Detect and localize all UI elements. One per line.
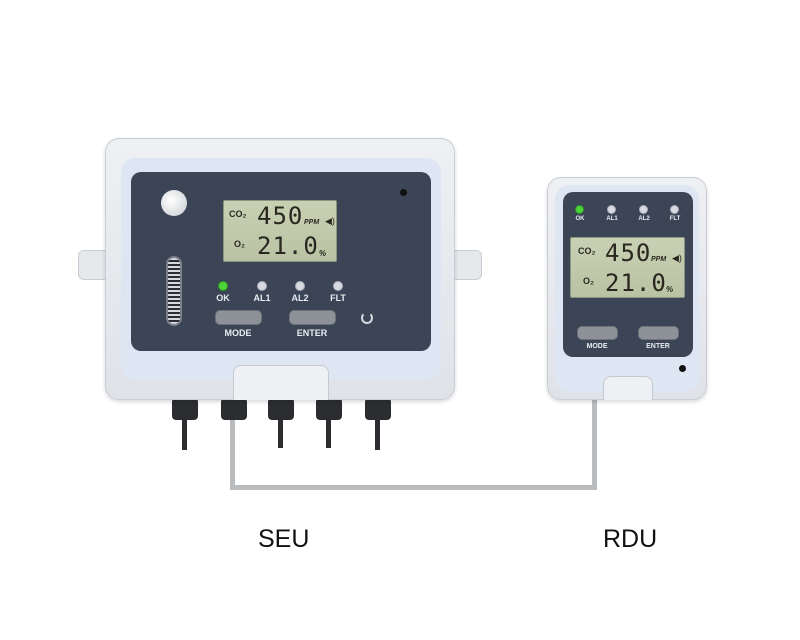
rdu-lcd: CO₂ 450 PPM ◀) O₂ 21.0 %	[570, 237, 685, 298]
rdu-notch	[603, 376, 653, 400]
sensor-dot	[679, 365, 686, 372]
led-label-ok: OK	[216, 293, 230, 303]
led-flt	[333, 281, 343, 291]
connection-cable	[230, 415, 597, 490]
co2-value: 450	[605, 239, 652, 267]
rdu-caption: RDU	[603, 525, 658, 553]
o2-unit: %	[666, 285, 674, 294]
sensor-dot	[400, 189, 407, 196]
connection-cable-riser	[592, 398, 597, 418]
led-label-flt: FLT	[330, 293, 346, 303]
enter-label: ENTER	[296, 328, 328, 338]
led-al2	[295, 281, 305, 291]
led-flt	[670, 205, 679, 214]
mode-label: MODE	[586, 343, 608, 350]
mode-button[interactable]	[577, 326, 618, 340]
led-label-al2: AL2	[638, 216, 650, 222]
alarm-sound-icon: ◀)	[672, 253, 682, 263]
led-ok	[575, 205, 584, 214]
led-al1	[257, 281, 267, 291]
enter-label: ENTER	[646, 343, 670, 350]
led-label-al1: AL1	[606, 216, 618, 222]
seu-lcd: CO₂ 450 PPM ◀) O₂ 21.0 %	[223, 200, 337, 262]
co2-value: 450	[257, 202, 304, 230]
mode-button[interactable]	[215, 310, 262, 325]
o2-value: 21.0	[605, 269, 667, 297]
alarm-sound-icon: ◀)	[325, 216, 335, 226]
co2-label: CO₂	[578, 246, 596, 256]
speaker-icon	[161, 190, 187, 216]
enter-button[interactable]	[638, 326, 679, 340]
led-label-ok: OK	[575, 216, 585, 222]
led-ok	[218, 281, 228, 291]
led-al2	[639, 205, 648, 214]
enter-button[interactable]	[289, 310, 336, 325]
seu-notch	[233, 365, 329, 400]
o2-label: O₂	[234, 239, 245, 249]
o2-unit: %	[319, 249, 327, 258]
o2-label: O₂	[583, 276, 594, 286]
led-label-al1: AL1	[253, 293, 271, 303]
vent-grille	[166, 256, 182, 326]
led-al1	[607, 205, 616, 214]
led-label-flt: FLT	[669, 216, 681, 222]
co2-unit: PPM	[651, 256, 667, 263]
seu-caption: SEU	[258, 525, 310, 553]
led-label-al2: AL2	[291, 293, 309, 303]
co2-unit: PPM	[304, 219, 320, 226]
o2-value: 21.0	[257, 232, 319, 260]
reset-icon[interactable]	[361, 312, 373, 324]
mode-label: MODE	[224, 328, 252, 338]
co2-label: CO₂	[229, 209, 247, 219]
